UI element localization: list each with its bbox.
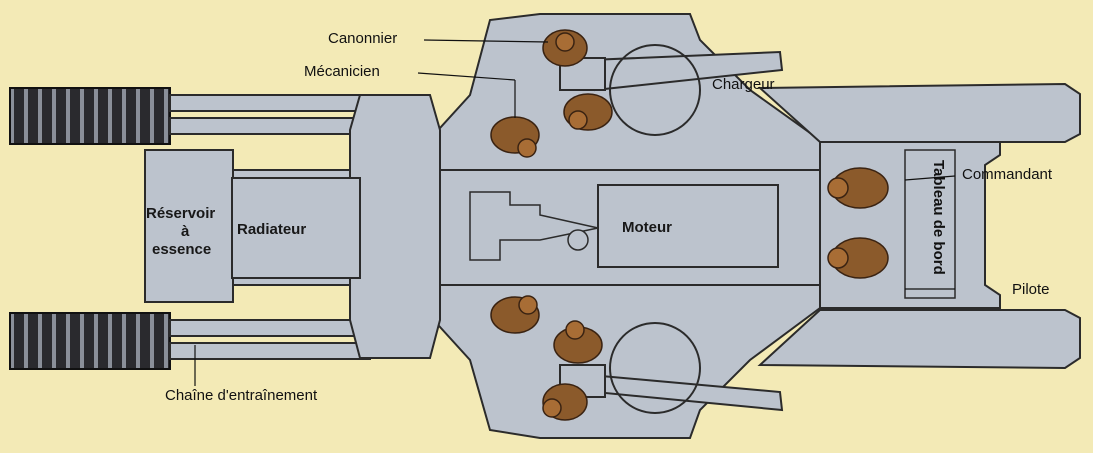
label-tableau-de-bord: Tableau de bord [930,160,947,275]
label-mecanicien: Mécanicien [304,63,380,80]
label-pilote: Pilote [1012,281,1050,298]
radiator [231,177,361,279]
engine-piping [469,191,599,261]
engine [597,184,779,268]
label-moteur: Moteur [622,219,672,236]
label-canonnier: Canonnier [328,30,398,47]
label-radiateur: Radiateur [237,221,307,238]
guns [559,50,784,412]
pipe-joint [567,229,589,251]
leader-lines [194,39,956,386]
label-reservoir-1: Réservoir [146,205,216,222]
label-commandant: Commandant [962,166,1053,183]
track-top [9,87,171,145]
label-chargeur: Chargeur [712,76,775,93]
dashboard [904,149,956,299]
label-chaine: Chaîne d'entraînement [165,387,318,404]
label-reservoir-2: à [181,223,190,240]
crew [490,29,889,421]
track-bottom [9,312,171,370]
turret-rings [609,44,701,414]
label-reservoir-3: essence [152,241,212,258]
